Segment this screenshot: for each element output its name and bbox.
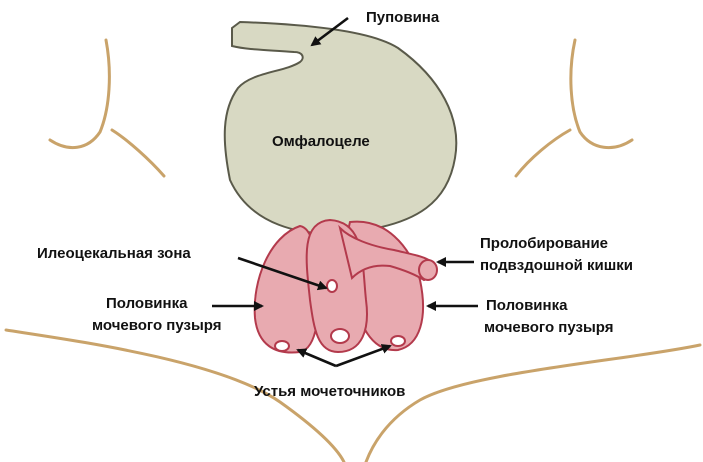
label-ureteral-orifices: Устья мочеточников (254, 383, 406, 400)
label-omphalocele: Омфалоцеле (272, 133, 370, 150)
left-chest-curve (110, 128, 166, 178)
arrow-right-ureter (335, 344, 392, 368)
ileocecal-lower-opening (330, 328, 350, 344)
label-ileal-prolapse-line2: подвздошной кишки (480, 257, 633, 274)
right-shoulder-curve (569, 38, 634, 150)
label-left-hemibladder: Половинка мочевого пузыря (92, 293, 222, 337)
right-chest-curve (514, 128, 572, 178)
label-umbilical-cord: Пуповина (366, 9, 440, 26)
ileocecal-opening (326, 279, 338, 293)
omphalocele-sac (223, 20, 458, 235)
label-ileal-prolapse: Пролобирование подвздошной кишки (480, 233, 633, 277)
label-left-hemibladder-line1: Половинка (106, 295, 188, 312)
label-right-hemibladder: Половинка мочевого пузыря (484, 295, 614, 339)
exstrophy-bladder (253, 218, 438, 354)
left-ureteral-orifice (274, 340, 290, 352)
label-left-hemibladder-line2: мочевого пузыря (92, 317, 222, 334)
label-right-hemibladder-line1: Половинка (486, 297, 568, 314)
pointer-arrows (212, 16, 478, 368)
left-shoulder-curve (48, 38, 111, 149)
right-ureteral-orifice (390, 335, 406, 347)
arrow-umbilical-cord (310, 16, 349, 47)
label-ileal-prolapse-line1: Пролобирование (480, 235, 609, 252)
left-leg-curve (4, 328, 346, 462)
ileum-opening (418, 259, 438, 281)
arrow-ileocecal-zone (237, 256, 328, 291)
right-leg-curve (364, 343, 702, 462)
arrow-left-ureter (296, 348, 337, 368)
label-ileocecal-zone: Илеоцекальная зона (37, 245, 191, 262)
body-outline (4, 38, 702, 462)
label-right-hemibladder-line2: мочевого пузыря (484, 319, 614, 336)
